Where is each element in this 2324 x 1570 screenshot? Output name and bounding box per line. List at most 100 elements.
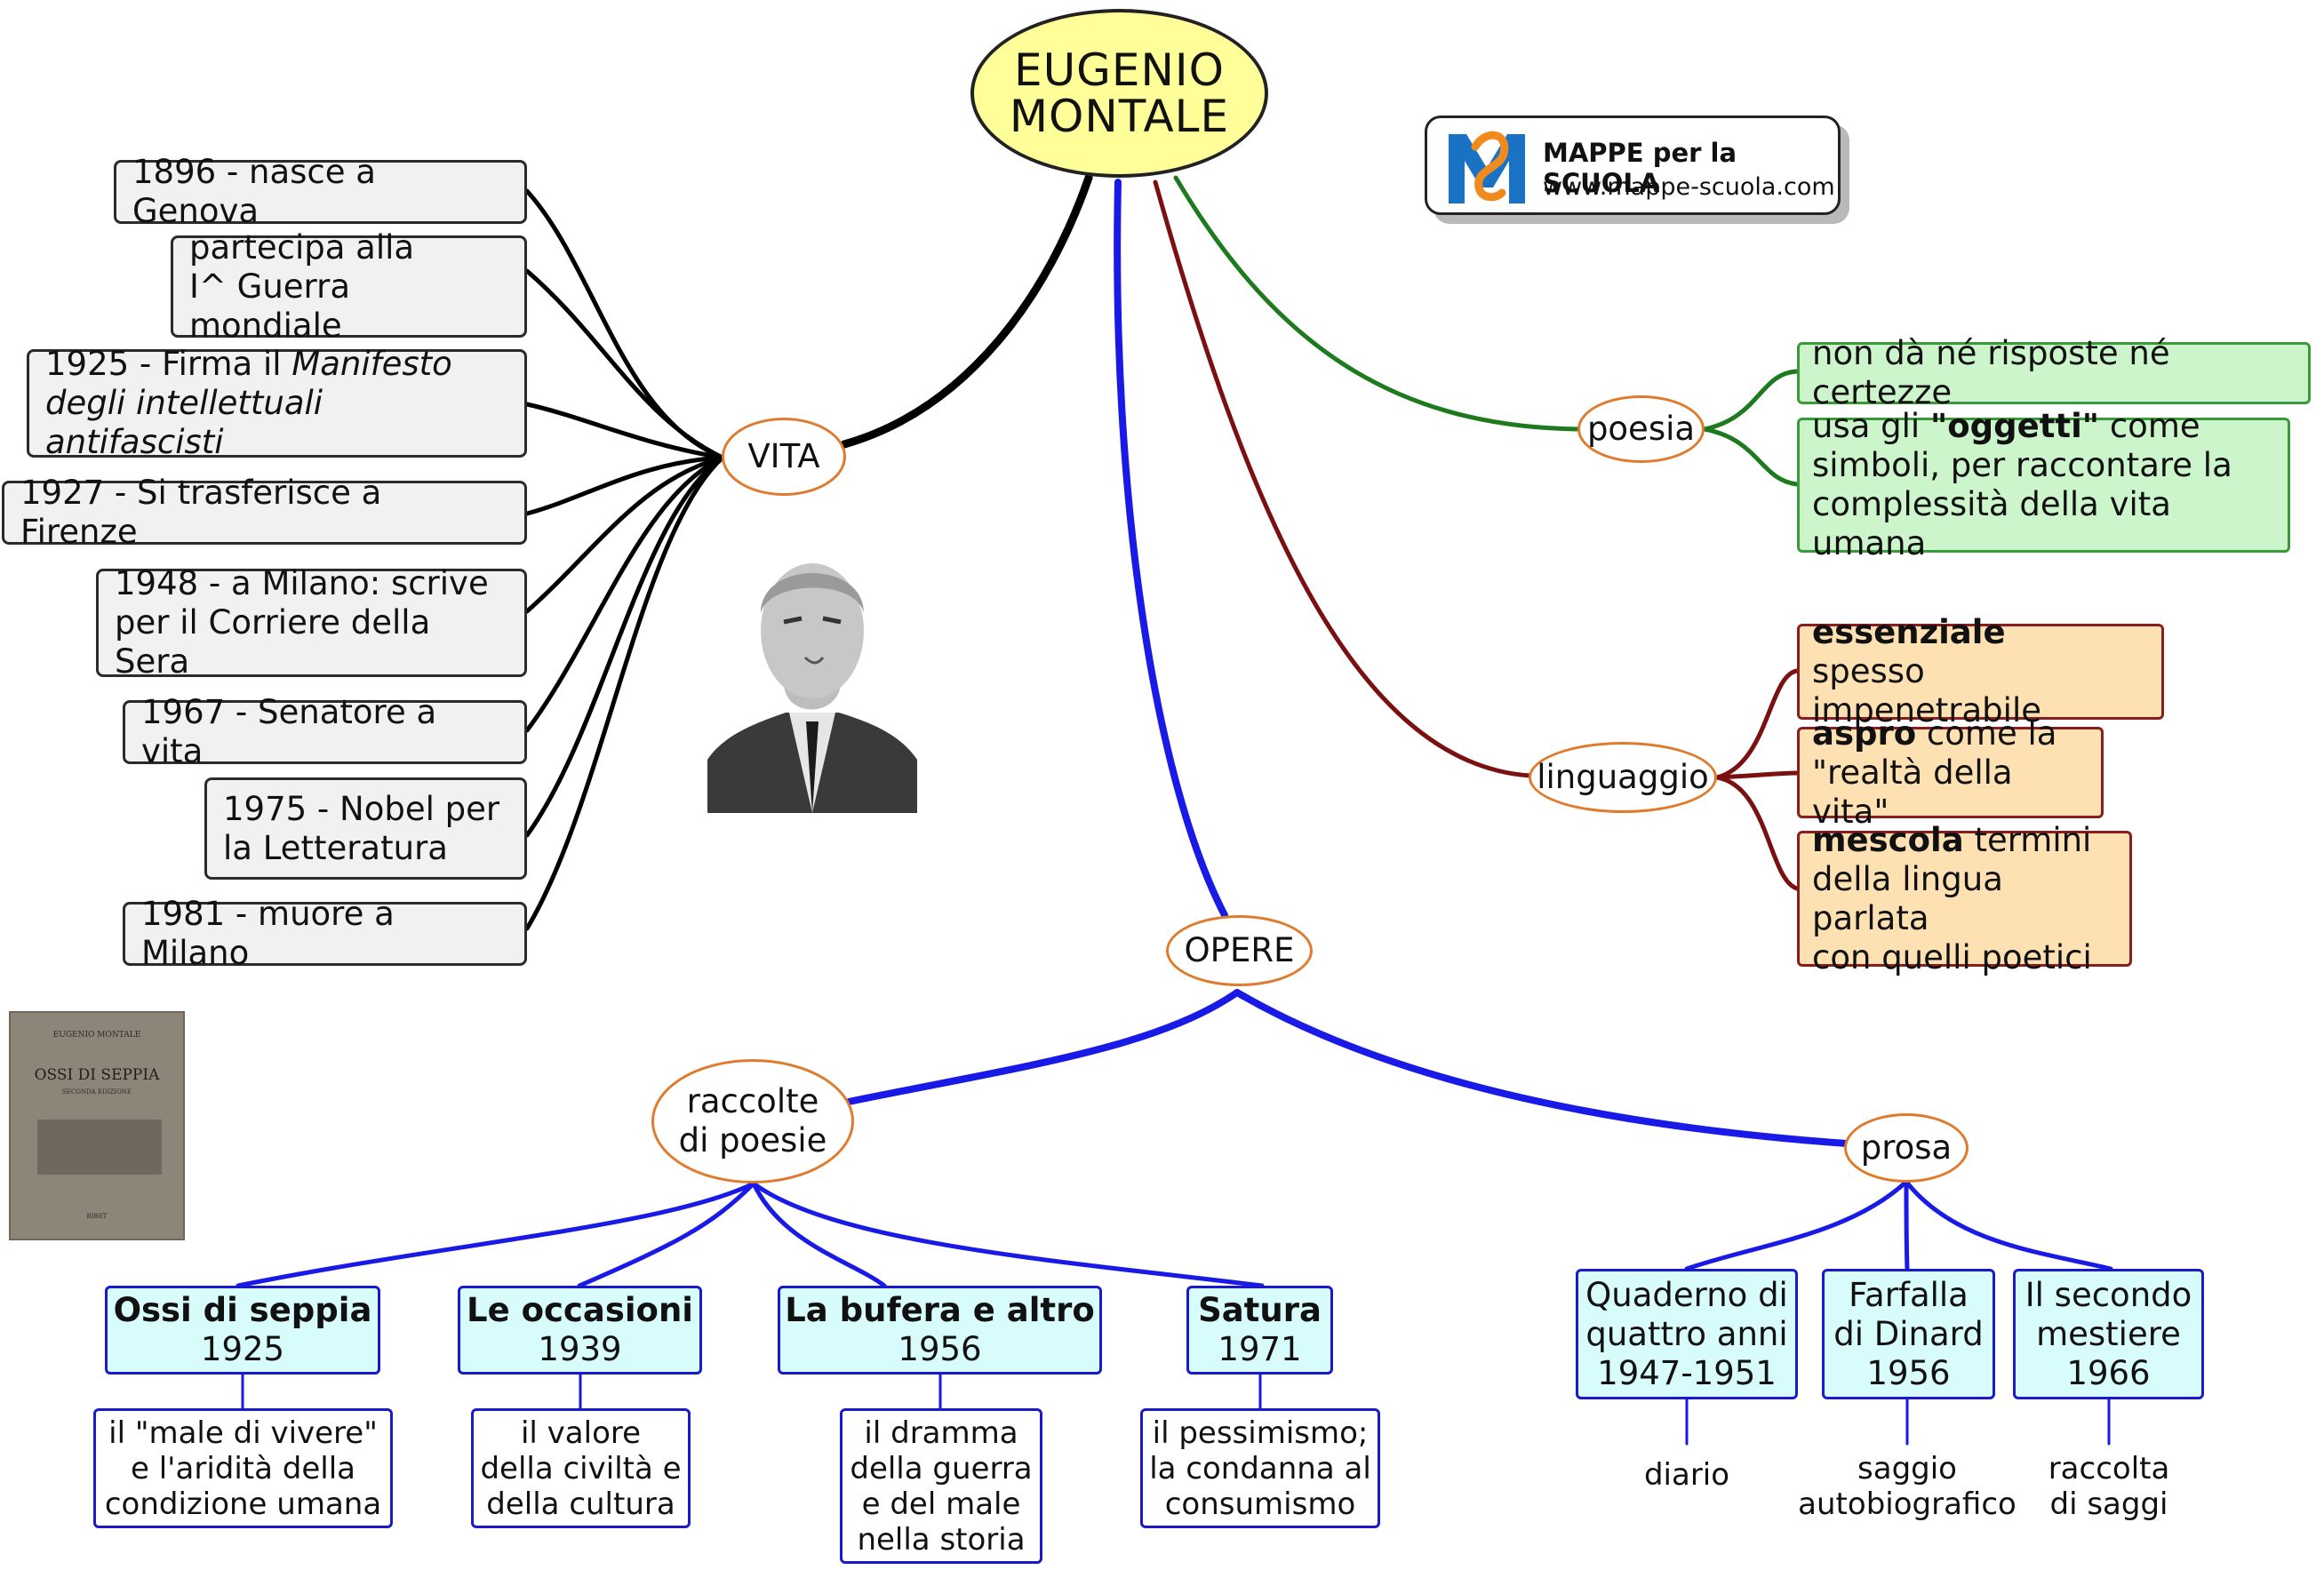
node-poesia-label: poesia [1586,410,1696,448]
prosa-desc-3-line2: di saggi [2049,1486,2168,1522]
link-vita-7 [524,455,725,838]
link-prosa-2 [1904,1179,1910,1271]
raccolta-desc-2-line3: della cultura [486,1486,675,1522]
vita-item-2[interactable]: partecipa alla I^ Guerra mondiale [171,228,527,345]
logo-name: MAPPE per la SCUOLA [1543,138,1737,198]
linguaggio-item-3-line2: della lingua parlata [1812,859,2003,937]
link-title-vita [840,173,1093,449]
node-vita[interactable]: VITA [722,418,846,496]
prosa-work-1[interactable]: Quaderno di quattro anni 1947-1951 [1576,1269,1798,1399]
raccolta-desc-3-line2: della guerra [850,1450,1033,1486]
node-poesia[interactable]: poesia [1577,395,1705,463]
vita-item-3-italic1: Manifesto [291,345,452,383]
node-raccolte[interactable]: raccolte di poesie [651,1059,854,1183]
prosa-work-1-line3: 1947-1951 [1597,1353,1777,1392]
prosa-desc-2-line2: autobiografico [1798,1486,2017,1522]
link-poesia-1 [1702,369,1800,432]
raccolta-work-1-title: Ossi di seppia [113,1291,372,1329]
vita-item-8[interactable]: 1981 - muore a Milano [123,895,527,972]
link-vita-2 [524,268,725,460]
node-opere[interactable]: OPERE [1166,915,1313,986]
linguaggio-item-3-suffix: termini [1963,820,2092,859]
linguaggio-item-2-suffix: come la [1916,713,2057,753]
prosa-work-1-line1: Quaderno di [1585,1275,1788,1314]
book-cover-author: EUGENIO MONTALE [52,1031,141,1040]
link-ling-2 [1714,770,1800,780]
vita-item-5-line1: 1948 - a Milano: scrive [115,564,489,602]
link-title-poesia [1173,175,1580,432]
vita-item-4[interactable]: 1927 - Si trasferisce a Firenze [2,474,527,551]
linguaggio-item-3[interactable]: mescola termini della lingua parlata con… [1797,821,2132,976]
book-cover-publisher: RIBET [86,1213,108,1220]
prosa-desc-3-line1: raccolta [2048,1450,2170,1486]
vita-item-1[interactable]: 1896 - nasce a Genova [114,153,527,230]
prosa-desc-2: saggio autobiografico [1791,1444,2024,1528]
link-vita-8 [524,455,725,931]
poesia-item-2[interactable]: usa gli "oggetti" come simboli, per racc… [1797,407,2290,562]
raccolta-desc-2-line1: il valore [520,1415,642,1451]
raccolta-desc-3-line3: e del male [861,1486,1021,1522]
poesia-item-2-prefix: usa gli [1812,407,1930,445]
node-linguaggio-label: linguaggio [1537,758,1709,796]
link-raccolte-2 [577,1181,756,1288]
link-vita-4 [524,455,725,516]
link-title-linguaggio [1153,179,1533,778]
linguaggio-item-1[interactable]: essenziale spesso impenetrabile [1797,613,2164,729]
prosa-work-2-line1: Farfalla [1849,1275,1969,1314]
raccolta-desc-3-line4: nella storia [857,1521,1026,1558]
mappe-logo-icon [1449,131,1525,203]
book-cover-subtitle: SECONDA EDIZIONE [61,1088,132,1096]
raccolta-work-4-title: Satura [1198,1291,1322,1329]
title-line2: MONTALE [1009,91,1230,142]
raccolta-work-4[interactable]: Satura 1971 [1186,1286,1333,1375]
vita-item-3-prefix: 1925 - Firma il [45,345,292,383]
link-raccolte-3 [751,1181,887,1288]
poesia-item-1[interactable]: non dà né risposte né certezze [1797,334,2311,411]
raccolta-work-4-year: 1971 [1218,1330,1302,1368]
vita-item-8-text: 1981 - muore a Milano [141,895,395,972]
raccolta-desc-1-line2: e l'aridità della [130,1450,355,1486]
node-opere-label: OPERE [1184,931,1295,969]
linguaggio-item-1-bold: essenziale [1812,613,2006,651]
book-cover-title: OSSI DI SEPPIA [34,1066,160,1084]
vita-item-7-line2: la Letteratura [223,828,448,867]
raccolta-desc-2-line2: della civiltà e [480,1450,682,1486]
linguaggio-item-2[interactable]: aspro come la "realtà della vita" [1797,714,2104,831]
poesia-item-2-line3: complessità della vita umana [1812,485,2171,562]
raccolta-work-2-title: Le occasioni [467,1291,693,1329]
node-linguaggio[interactable]: linguaggio [1529,742,1717,813]
logo-badge[interactable]: MAPPE per la SCUOLA www.mappe-scuola.com [1425,116,1841,215]
raccolta-desc-1-line1: il "male di vivere" [108,1415,378,1451]
raccolta-desc-4-line1: il pessimismo; [1152,1415,1369,1451]
link-vita-1 [524,188,725,460]
raccolta-desc-2: il valore della civiltà e della cultura [471,1408,691,1528]
poesia-item-2-suffix: come [2099,407,2200,445]
vita-item-5-line2: per il Corriere della Sera [115,603,431,681]
logo-url[interactable]: www.mappe-scuola.com [1543,173,1835,201]
prosa-desc-2-line1: saggio [1857,1450,1957,1486]
vita-item-6[interactable]: 1967 - Senatore a vita [123,693,527,770]
prosa-work-3[interactable]: Il secondo mestiere 1966 [2013,1269,2204,1399]
link-ling-3 [1714,775,1800,891]
link-vita-6 [524,455,725,733]
raccolta-desc-1-line3: condizione umana [104,1486,382,1522]
prosa-work-3-line2: mestiere [2036,1314,2181,1353]
raccolta-work-1[interactable]: Ossi di seppia 1925 [105,1286,380,1375]
prosa-work-1-line2: quattro anni [1585,1314,1788,1353]
raccolta-desc-4: il pessimismo; la condanna al consumismo [1140,1408,1380,1528]
vita-item-7[interactable]: 1975 - Nobel per la Letteratura [204,777,527,880]
raccolta-work-3[interactable]: La bufera e altro 1956 [778,1286,1102,1375]
vita-item-3[interactable]: 1925 - Firma il Manifesto degli intellet… [27,345,527,461]
link-poesia-2 [1702,426,1800,487]
vita-item-5[interactable]: 1948 - a Milano: scrive per il Corriere … [96,564,527,681]
vita-item-4-text: 1927 - Si trasferisce a Firenze [20,474,382,551]
prosa-work-3-line1: Il secondo [2025,1275,2192,1314]
raccolta-work-2[interactable]: Le occasioni 1939 [458,1286,702,1375]
raccolta-work-1-year: 1925 [200,1330,285,1368]
link-title-opere [1114,179,1228,919]
link-prosa-1 [1684,1179,1909,1271]
link-opere-raccolte [845,989,1241,1105]
prosa-work-2[interactable]: Farfalla di Dinard 1956 [1822,1269,1995,1399]
node-prosa-label: prosa [1860,1128,1953,1167]
node-prosa[interactable]: prosa [1844,1113,1969,1183]
